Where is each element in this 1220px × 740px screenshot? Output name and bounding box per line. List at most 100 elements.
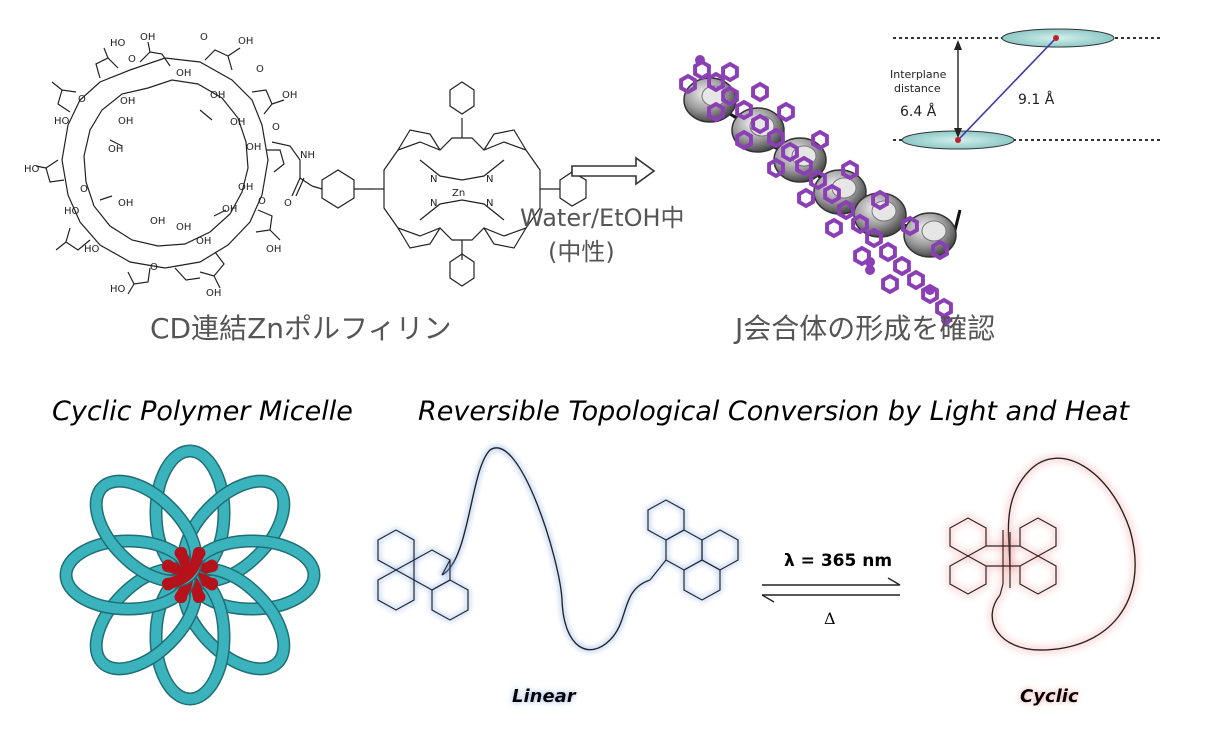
oh-label: OH <box>222 204 237 215</box>
porphyrin-ring-unit <box>901 215 919 237</box>
amide-linker <box>271 141 313 197</box>
porphyrin-ring-unit <box>851 213 869 235</box>
n-label: N <box>486 174 493 185</box>
cyclic-label: Cyclic <box>1020 686 1079 707</box>
o-label: O <box>284 198 292 209</box>
porphyrin-ring-unit <box>825 217 843 239</box>
porphyrin-ring-unit <box>841 159 859 181</box>
cd-zn-porphyrin-structure: OH OH OH OH OH OH OH OH OH OH OH OH OH O… <box>24 32 587 299</box>
interplane-label: Interplane <box>890 68 947 81</box>
oh-label: OH <box>238 36 253 47</box>
o-label: O <box>80 184 88 195</box>
o-label: O <box>78 94 86 105</box>
oh-label: OH <box>118 116 133 127</box>
porphyrin-ring-unit <box>865 227 883 249</box>
oh-label: OH <box>210 90 225 101</box>
ph-condition: (中性) <box>548 238 615 266</box>
micelle-petal-loop <box>89 474 204 589</box>
porphyrin-ring-unit <box>837 199 855 221</box>
cyclic-chain <box>991 457 1136 651</box>
n-label: N <box>486 198 493 209</box>
n-label: N <box>430 174 437 185</box>
ho-label: HO <box>110 38 126 49</box>
o-label: O <box>200 32 208 43</box>
porphyrin-ring-unit <box>767 157 785 179</box>
o-label: O <box>256 64 264 75</box>
oh-label: OH <box>176 222 191 233</box>
diagonal-distance-value: 9.1 Å <box>1018 91 1055 108</box>
ho-label: HO <box>54 116 70 127</box>
interplane-value: 6.4 Å <box>900 103 937 120</box>
oh-label: OH <box>196 236 211 247</box>
equilibrium-arrows <box>761 577 901 603</box>
ho-label: HO <box>64 206 80 217</box>
n-label: N <box>430 198 437 209</box>
oh-label: OH <box>282 90 297 101</box>
o-label: O <box>150 262 158 273</box>
porphyrin-ring-unit <box>735 99 753 121</box>
porphyrin-ring-unit <box>707 101 725 123</box>
ho-label: HO <box>84 244 100 255</box>
porphyrin-ring-unit <box>693 59 711 81</box>
porphyrin-atom <box>941 315 951 325</box>
porphyrin-ring-unit <box>893 255 911 277</box>
heat-condition: Δ <box>824 609 836 628</box>
cyclic-polymer-micelle-title: Cyclic Polymer Micelle <box>52 396 353 427</box>
linear-label: Linear <box>512 686 577 707</box>
cyclic-polymer-micelle <box>59 444 321 706</box>
oh-label: OH <box>206 288 221 299</box>
photodimer <box>949 517 1057 596</box>
porphyrin-atom <box>695 55 705 65</box>
oh-label: OH <box>230 117 245 128</box>
oh-label: OH <box>150 216 165 227</box>
ho-label: HO <box>110 284 126 295</box>
porphyrin-ring-unit <box>797 187 815 209</box>
cup-cavity <box>921 220 947 242</box>
linear-chain <box>441 447 651 651</box>
j-aggregate-model <box>679 55 962 325</box>
porphyrin-ring-unit <box>853 245 871 267</box>
porphyrin-ring-unit <box>881 273 899 295</box>
distance-label: distance <box>894 82 941 95</box>
cyclodextrin-ring <box>35 41 285 295</box>
porphyrin-atom <box>865 265 875 275</box>
interplane-distance-diagram: Interplane distance 6.4 Å 9.1 Å <box>890 28 1160 150</box>
cyclodextrin-atom-labels: OH OH OH OH OH OH OH OH OH OH OH OH OH O… <box>24 32 297 299</box>
j-aggregate-label: J会合体の形成を確認 <box>733 312 995 345</box>
porphyrin-ring-unit <box>777 101 795 123</box>
porphyrin-ring-unit <box>931 239 949 261</box>
micelle-core-segment <box>161 546 204 589</box>
right-anthracene <box>647 499 739 601</box>
porphyrin-ring-unit <box>751 113 769 135</box>
solvent-condition: Water/EtOH中 <box>520 204 685 232</box>
porphyrin-ring-unit <box>809 169 827 191</box>
left-anthracene <box>377 529 469 621</box>
porphyrin-ring-unit <box>721 61 739 83</box>
porphyrin-atom <box>865 257 875 267</box>
porphyrin-ring-unit <box>781 141 799 163</box>
o-label: O <box>258 196 266 207</box>
right-phenyl <box>559 171 587 207</box>
topological-conversion-title: Reversible Topological Conversion by Lig… <box>418 396 1130 427</box>
cd-zn-porphyrin-label: CD連結Znポルフィリン <box>150 312 451 345</box>
porphyrin-ring-unit <box>679 73 697 95</box>
nh-label: NH <box>300 150 315 161</box>
porphyrin-ring-unit <box>751 81 769 103</box>
porphyrin-atom <box>925 285 935 295</box>
porphyrin-ring-unit <box>879 241 897 263</box>
porphyrin-ring-unit <box>735 129 753 151</box>
oh-label: OH <box>120 96 135 107</box>
reaction-arrow <box>571 156 656 186</box>
oh-label: OH <box>238 182 253 193</box>
porphyrin-ring-unit <box>767 127 785 149</box>
oh-label: OH <box>266 244 281 255</box>
linear-polymer <box>377 447 739 651</box>
light-condition: λ = 365 nm <box>784 551 892 571</box>
cyclic-polymer <box>949 457 1136 651</box>
oh-label: OH <box>140 32 155 43</box>
porphyrin-core <box>374 118 560 260</box>
porphyrin-ring-unit <box>921 283 939 305</box>
oh-label: OH <box>246 142 261 153</box>
o-label: O <box>272 122 280 133</box>
